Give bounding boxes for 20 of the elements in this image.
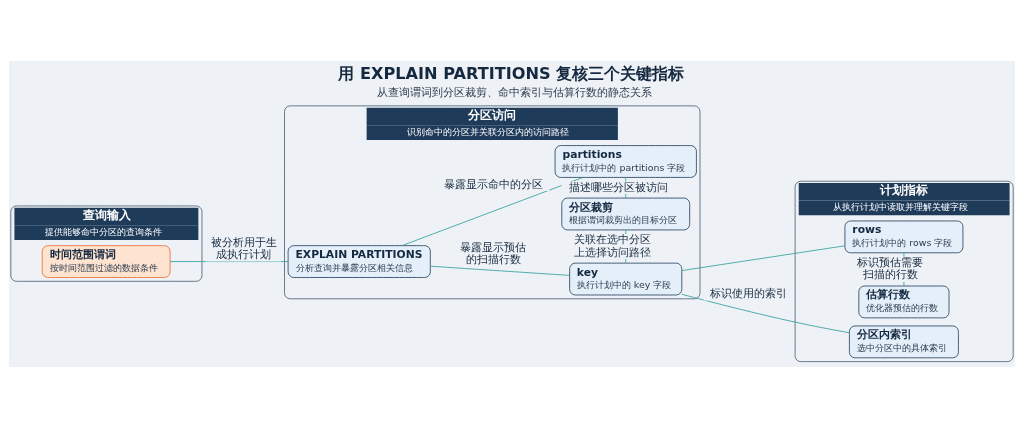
edge-label: 暴露显示命中的分区 (444, 177, 544, 191)
node-box: partitions 执行计划中的 partitions 字段 (554, 144, 697, 178)
edge-label: 暴露显示预估的扫描行数 (460, 240, 527, 266)
node-box: key 执行计划中的 key 字段 (569, 262, 683, 295)
caption: 从查询谓词到分区裁剪、命中索引与估算行数的静态关系 (377, 85, 653, 99)
connector (681, 244, 846, 271)
node-box: 时间范围谓词 按时间范围过滤的数据条件 (41, 244, 171, 278)
node-box: 分区内索引 选中分区中的具体索引 (849, 325, 959, 358)
edge-label: 被分析用于生成执行计划 (210, 235, 277, 261)
edge-label: 描述哪些分区被访问 (569, 180, 669, 194)
node-box: 分区裁剪 根据谓词裁剪出的目标分区 (561, 197, 691, 230)
connector (681, 293, 850, 333)
node-box: 估算行数 优化器预估的行数 (858, 285, 950, 318)
node-box: rows 执行计划中的 rows 字段 (844, 220, 964, 253)
diagram-title: 用 EXPLAIN PARTITIONS 复核三个关键指标 (338, 63, 685, 83)
edge-label: 标识预估需要扫描的行数 (857, 255, 924, 281)
connector (430, 265, 570, 276)
node-box: EXPLAIN PARTITIONS 分析查询并暴露分区相关信息 (287, 244, 431, 278)
edge-label: 关联在选中分区上选择访问路径 (573, 232, 651, 259)
edge-label: 标识使用的索引 (709, 286, 787, 300)
